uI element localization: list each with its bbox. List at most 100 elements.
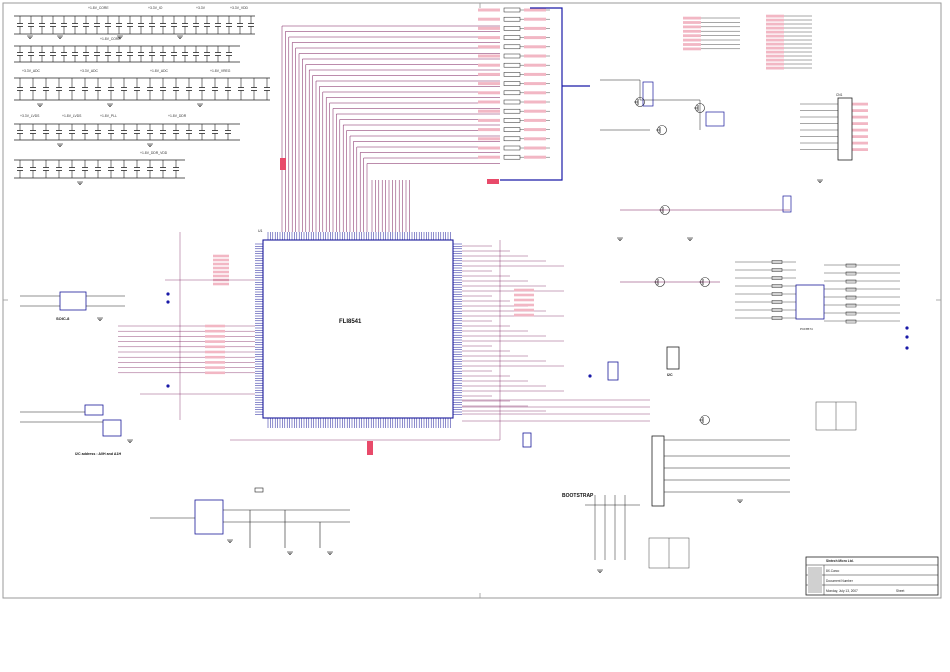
net-tag bbox=[766, 62, 784, 66]
net-tag bbox=[205, 371, 225, 375]
net-tag bbox=[205, 324, 225, 328]
resistor-arrays bbox=[478, 7, 550, 160]
right-signals bbox=[462, 240, 650, 440]
blue-bus bbox=[500, 7, 590, 181]
net-tag bbox=[478, 17, 500, 21]
bus-wire bbox=[291, 42, 500, 232]
resistor-array bbox=[503, 7, 521, 13]
net-tag bbox=[478, 8, 500, 12]
svg-text:+1.8V_DDR_VDD: +1.8V_DDR_VDD bbox=[140, 151, 168, 155]
net-tag bbox=[205, 366, 225, 369]
net-tag bbox=[478, 137, 500, 141]
pcf-ic: PCF8574 bbox=[795, 284, 825, 331]
bus-wire bbox=[312, 75, 500, 232]
net-tag bbox=[205, 355, 225, 359]
net-tag bbox=[524, 118, 546, 122]
net-tag bbox=[524, 128, 546, 132]
resistor-array bbox=[503, 90, 521, 96]
net-tag bbox=[683, 47, 701, 51]
net-tag bbox=[205, 345, 225, 349]
bus-wire bbox=[305, 64, 500, 232]
net-tag bbox=[478, 100, 500, 104]
net-tag bbox=[524, 146, 546, 150]
net-tag bbox=[766, 22, 784, 26]
net-tag bbox=[514, 308, 534, 312]
svg-text:+3.3V_ADC: +3.3V_ADC bbox=[22, 69, 41, 73]
net-tag bbox=[683, 34, 701, 38]
bus-wire bbox=[325, 97, 500, 232]
resistor-array bbox=[503, 16, 521, 22]
net-tag bbox=[766, 18, 784, 22]
net-tag bbox=[514, 298, 534, 302]
resistor-array bbox=[503, 26, 521, 31]
bus-wire bbox=[353, 141, 500, 232]
svg-text:PCF8574: PCF8574 bbox=[800, 327, 813, 331]
bus-wire bbox=[281, 25, 500, 232]
bus-wire bbox=[319, 86, 500, 232]
sheet-border bbox=[2, 2, 942, 599]
ic-pins bbox=[255, 232, 462, 428]
bus-wire bbox=[315, 80, 500, 232]
net-tag bbox=[524, 8, 546, 12]
net-tag bbox=[852, 102, 868, 106]
net-tag bbox=[514, 293, 534, 297]
rail-labels: +1.8V_CORE +3.3V_IO +3.3V +3.3V_VDD +1.8… bbox=[20, 6, 249, 155]
bus-wire bbox=[298, 53, 500, 232]
resistor-array bbox=[503, 127, 521, 132]
net-tag bbox=[478, 109, 500, 113]
resistor-array bbox=[503, 72, 521, 77]
resistor-array bbox=[503, 99, 521, 105]
wire bbox=[600, 79, 701, 130]
net-tag bbox=[766, 54, 784, 58]
main-ic: FLI8541 U1 bbox=[258, 229, 454, 419]
small-ic bbox=[705, 111, 725, 127]
ground-symbols bbox=[27, 35, 823, 573]
resistor-array bbox=[503, 108, 521, 114]
resistor bbox=[845, 319, 857, 324]
net-tag bbox=[766, 42, 784, 46]
resistor-array bbox=[503, 145, 521, 151]
resistor-array bbox=[503, 118, 521, 123]
bus-wire bbox=[322, 91, 500, 232]
net-tag bbox=[852, 135, 868, 138]
main-ic-label: FLI8541 bbox=[339, 319, 362, 325]
net-tag bbox=[852, 128, 868, 132]
net-tag bbox=[514, 303, 534, 307]
net-tag bbox=[478, 36, 500, 40]
svg-text:+3.3V_VDD: +3.3V_VDD bbox=[230, 6, 249, 10]
svg-text:+1.8V_ADC: +1.8V_ADC bbox=[150, 69, 169, 73]
net-tag bbox=[213, 254, 229, 258]
net-tag bbox=[852, 109, 868, 112]
resistor bbox=[845, 271, 857, 276]
net-tag bbox=[766, 14, 784, 18]
config-tables bbox=[648, 401, 857, 569]
net-tag bbox=[766, 58, 784, 62]
net-tag bbox=[478, 63, 500, 67]
svg-text:+3.3V: +3.3V bbox=[196, 6, 206, 10]
resistor-array bbox=[503, 35, 521, 40]
net-tag bbox=[524, 26, 546, 30]
sheet-label: Sheet bbox=[896, 589, 904, 593]
net-tag bbox=[524, 17, 546, 21]
net-tag bbox=[766, 66, 784, 70]
bootstrap-block: BOOTSTRAP bbox=[562, 493, 640, 560]
resistor bbox=[845, 303, 857, 308]
net-tag bbox=[478, 45, 500, 49]
net-tag bbox=[683, 38, 701, 42]
i2c-eeprom: I2C address : A0H and A1H bbox=[20, 404, 121, 456]
bus-wire bbox=[346, 130, 500, 232]
net-tag bbox=[524, 155, 546, 159]
net-tag bbox=[683, 29, 701, 33]
net-tag bbox=[683, 21, 701, 24]
pcf-resistors bbox=[735, 260, 900, 324]
bus-wire bbox=[332, 108, 500, 232]
title-block: Sintech Micro Ltd. 8X.Carco Document Num… bbox=[805, 556, 939, 596]
svg-text:+3.3V_LVDS: +3.3V_LVDS bbox=[20, 114, 40, 118]
left-signals bbox=[118, 232, 500, 441]
decoupling-caps bbox=[17, 16, 270, 178]
bottom-right-connector bbox=[651, 435, 790, 507]
resistor-array bbox=[503, 53, 521, 59]
net-tag bbox=[478, 26, 500, 30]
net-tag bbox=[852, 148, 868, 151]
i2c-address-note: I2C address : A0H and A1H bbox=[75, 452, 121, 456]
